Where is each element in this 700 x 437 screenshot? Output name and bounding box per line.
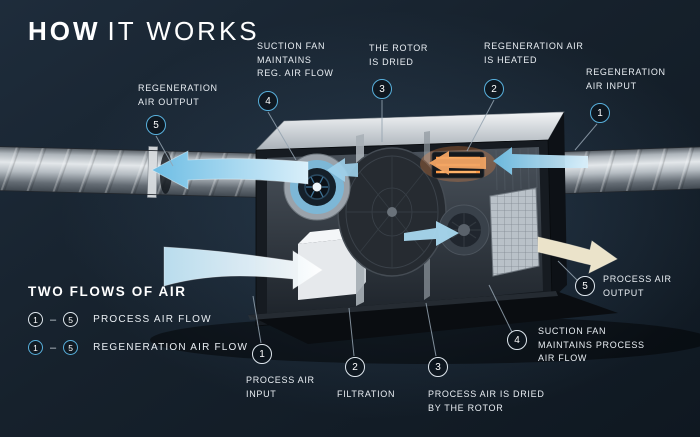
process-air-arrow-output [537, 236, 618, 274]
legend-label-regeneration: REGENERATION AIR FLOW [93, 342, 249, 353]
legend-row-process: 1 – 5 PROCESS AIR FLOW [28, 312, 248, 327]
legend-dash: – [50, 313, 57, 326]
callout-marker-proc-fan: 4 [507, 330, 527, 350]
unit-base [248, 291, 618, 344]
callout-label-process-air-dried: PROCESS AIR IS DRIED BY THE ROTOR [428, 389, 545, 413]
legend-marker-process-to: 5 [63, 312, 79, 327]
legend-label-process: PROCESS AIR FLOW [93, 314, 212, 325]
callout-marker-reg-fan: 4 [258, 91, 278, 111]
callout-marker-proc-output: 5 [575, 276, 595, 296]
regeneration-inlet-duct [544, 146, 700, 195]
leader-lines [155, 99, 598, 357]
desiccant-rotor [337, 147, 447, 277]
callout-marker-reg-input: 1 [590, 103, 610, 123]
legend-marker-regeneration-to: 5 [63, 340, 79, 355]
callout-marker-rotor-dried: 3 [372, 79, 392, 99]
callout-label-regeneration-air-input: REGENERATION AIR INPUT [586, 67, 666, 91]
callout-label-filtration: FILTRATION [337, 389, 396, 399]
legend-title: TWO FLOWS OF AIR [28, 284, 187, 299]
callout-label-suction-fan-reg: SUCTION FAN MAINTAINS REG. AIR FLOW [257, 41, 334, 78]
callout-label-regeneration-air-output: REGENERATION AIR OUTPUT [138, 83, 218, 107]
page-title-bold: HOW [28, 16, 101, 46]
callout-label-process-air-input: PROCESS AIR INPUT [246, 375, 315, 399]
regeneration-air-arrow-rotor [327, 158, 358, 182]
regeneration-air-arrow-inlet [493, 147, 588, 175]
callout-marker-proc-dried: 3 [428, 357, 448, 377]
callout-label-rotor-dried: THE ROTOR IS DRIED [369, 43, 429, 67]
page-title-rest: IT WORKS [107, 16, 260, 46]
callout-marker-reg-heated: 2 [484, 79, 504, 99]
callout-label-regeneration-air-heated: REGENERATION AIR IS HEATED [484, 41, 584, 65]
process-suction-fan [438, 204, 490, 256]
callout-marker-filtration: 2 [345, 357, 365, 377]
callout-marker-proc-input: 1 [252, 344, 272, 364]
callout-label-process-air-output: PROCESS AIR OUTPUT [603, 274, 672, 298]
process-air-arrow-input [163, 246, 323, 290]
legend-row-regeneration: 1 – 5 REGENERATION AIR FLOW [28, 340, 248, 355]
grille-panel [489, 187, 540, 277]
callout-label-suction-fan-process: SUCTION FAN MAINTAINS PROCESS AIR FLOW [538, 326, 645, 363]
process-air-arrow-rotor [404, 221, 459, 246]
legend-marker-process-from: 1 [28, 312, 43, 327]
regeneration-air-arrow-heated [429, 151, 486, 175]
legend-dash: – [50, 341, 57, 354]
legend: TWO FLOWS OF AIR 1 – 5 PROCESS AIR FLOW … [28, 284, 248, 355]
legend-marker-regeneration-from: 1 [28, 340, 43, 355]
regeneration-air-arrow-outlet [151, 150, 309, 190]
callout-marker-reg-output: 5 [146, 115, 166, 135]
